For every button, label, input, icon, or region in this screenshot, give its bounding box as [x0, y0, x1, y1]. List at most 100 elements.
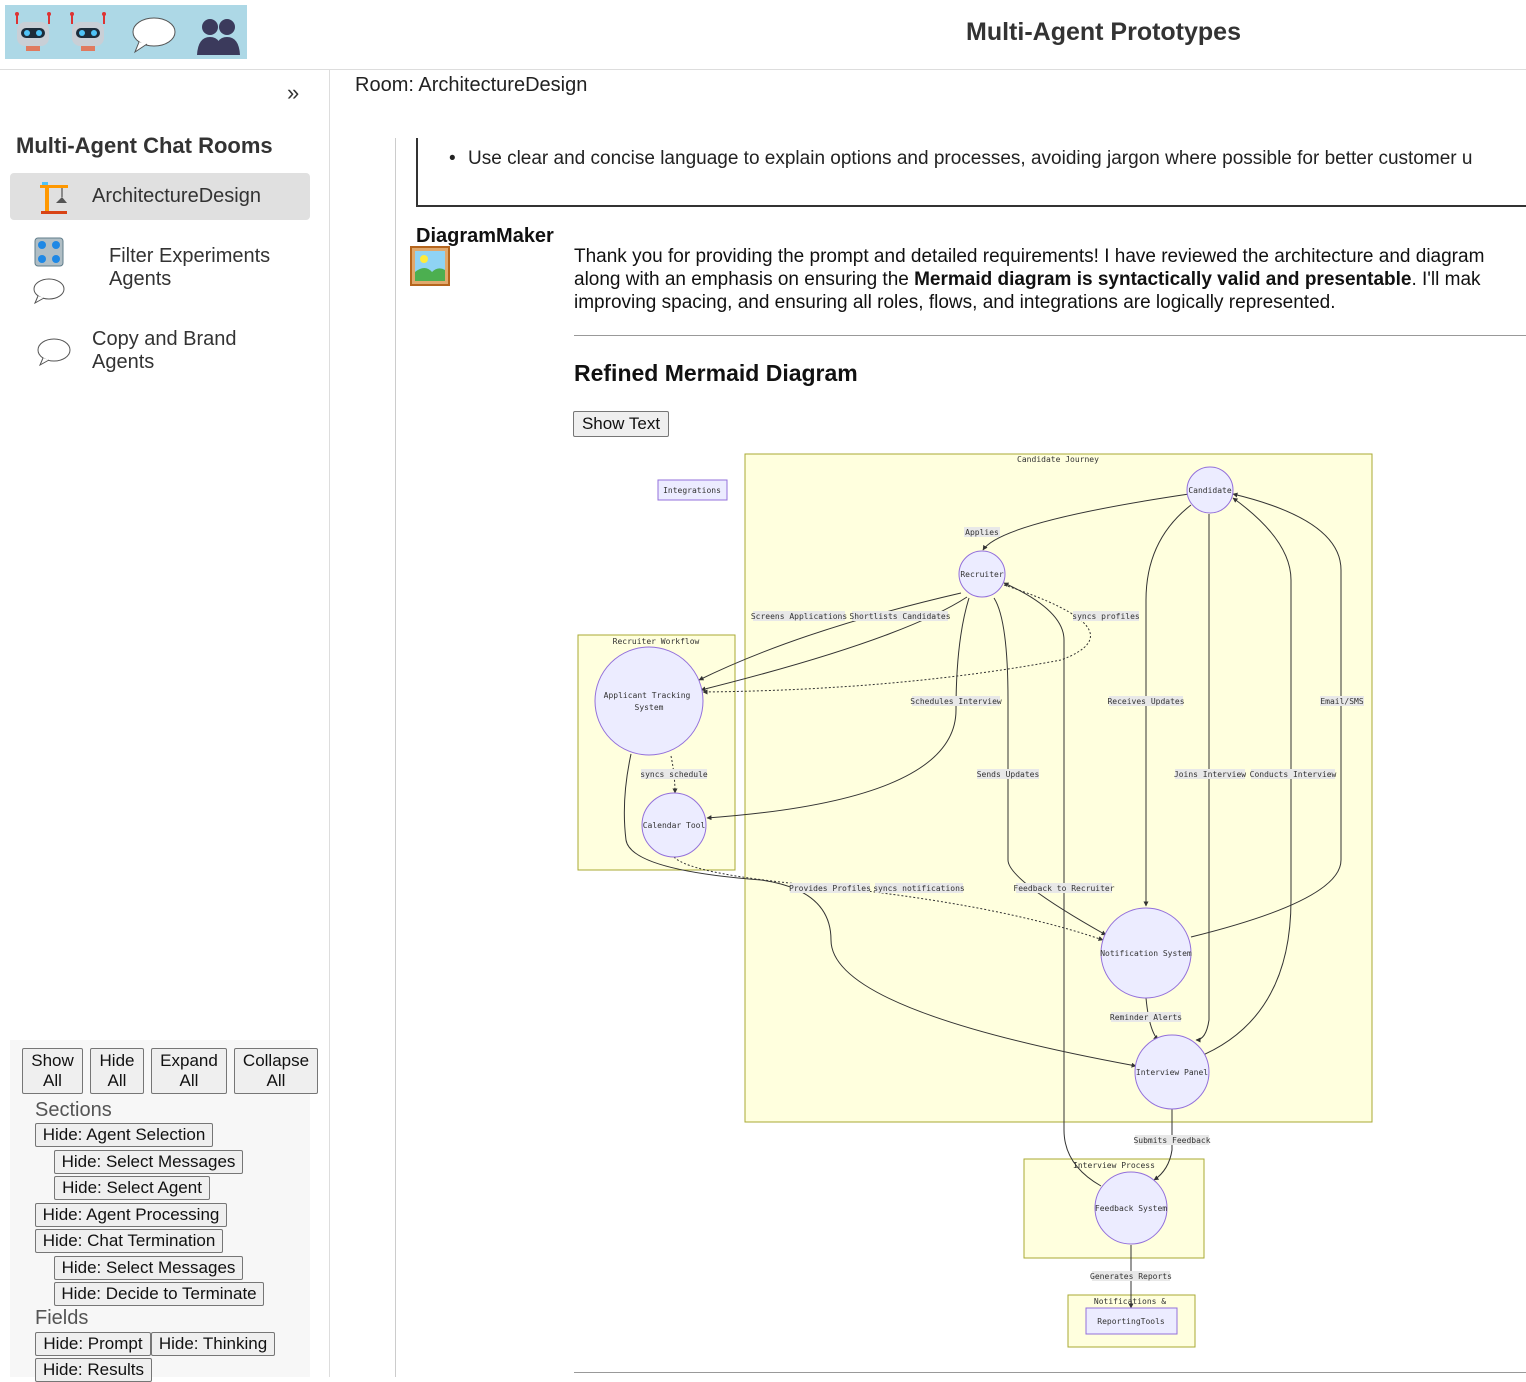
hide-chat-termination-button[interactable]: Hide: Chat Termination	[35, 1229, 223, 1253]
edge-shortlists	[700, 596, 968, 692]
show-text-button[interactable]: Show Text	[573, 411, 669, 437]
cluster-label: Notifications &	[1094, 1297, 1166, 1306]
node-label: Interview Panel	[1136, 1068, 1208, 1077]
message-body: Thank you for providing the prompt and d…	[574, 245, 1526, 314]
message-text: . I'll mak	[1411, 269, 1481, 290]
node-feedback: Feedback System	[1094, 1171, 1168, 1245]
room-item-architecturedesign[interactable]: ArchitectureDesign	[10, 173, 310, 220]
message-sender: DiagramMaker	[416, 225, 554, 247]
node-reporting: ReportingTools	[1085, 1307, 1178, 1335]
edge-label: Provides Profiles	[789, 884, 871, 893]
list-item: •Use clear and concise language to expla…	[449, 148, 1473, 169]
sections-label: Sections	[35, 1099, 112, 1121]
node-label: Feedback System	[1095, 1204, 1167, 1213]
node-candidate: Candidate	[1186, 466, 1234, 514]
cluster-label: Recruiter Workflow	[613, 637, 700, 646]
hide-select-messages-button[interactable]: Hide: Select Messages	[54, 1256, 243, 1280]
edge-label: Reminder Alerts	[1110, 1013, 1182, 1022]
sidebar-toggle-icon[interactable]: »	[287, 80, 300, 105]
edge-label: syncs schedule	[640, 770, 708, 779]
node-label: Candidate	[1188, 486, 1232, 495]
node-label: Notification System	[1100, 949, 1192, 958]
collapse-all-button[interactable]: Collapse All	[234, 1048, 318, 1094]
divider	[574, 1372, 1526, 1373]
node-calendar: Calendar Tool	[641, 792, 707, 858]
message-text: along with an emphasis on ensuring the	[574, 269, 915, 290]
edge-label: Submits Feedback	[1133, 1136, 1210, 1145]
chat-area: •Use clear and concise language to expla…	[395, 138, 1526, 1377]
sidebar-title: Multi-Agent Chat Rooms	[16, 133, 273, 158]
edge-label: Applies	[965, 528, 999, 537]
hide-results-button[interactable]: Hide: Results	[35, 1358, 152, 1382]
visibility-controls: Show All Hide All Expand All Collapse Al…	[10, 1040, 318, 1382]
node-recruiter: Recruiter	[958, 550, 1006, 598]
app-title: Multi-Agent Prototypes	[966, 18, 1241, 46]
room-item-copy-and-brand[interactable]: Copy and Brand Agents	[10, 325, 310, 377]
edge-conducts	[1195, 497, 1292, 1059]
edge-receives	[1143, 504, 1192, 907]
sidebar: » Multi-Agent Chat Rooms ArchitectureDes…	[0, 70, 330, 1382]
node-integrations: Integrations	[657, 479, 728, 501]
crane-icon	[40, 182, 68, 214]
edge-label: Schedules Interview	[910, 697, 1002, 706]
robot-icon	[15, 12, 51, 51]
hide-select-messages-button[interactable]: Hide: Select Messages	[54, 1150, 243, 1174]
edge-label: Feedback to Recruiter	[1013, 884, 1114, 893]
message-line: along with an emphasis on ensuring the M…	[574, 268, 1526, 291]
mermaid-diagram: Candidate Journey Recruiter Workflow Int…	[577, 453, 1373, 1348]
edge-joins	[1195, 514, 1210, 1043]
edge-email	[1190, 492, 1342, 938]
speech-bubble-icon	[132, 17, 176, 54]
edge-labels: Applies Screens Applications Shortlists …	[640, 527, 1364, 1281]
edge-label: Sends Updates	[977, 770, 1040, 779]
show-all-button[interactable]: Show All	[22, 1048, 83, 1094]
hide-decide-to-terminate-button[interactable]: Hide: Decide to Terminate	[54, 1282, 264, 1306]
edge-label: Generates Reports	[1090, 1272, 1172, 1281]
edge-label: Email/SMS	[1320, 697, 1364, 706]
robot-icon	[70, 12, 106, 51]
hide-all-button[interactable]: Hide All	[90, 1048, 144, 1094]
edge-label: Shortlists Candidates	[849, 612, 950, 621]
expand-all-button[interactable]: Expand All	[151, 1048, 227, 1094]
node-label: Calendar Tool	[643, 821, 706, 830]
room-label: ArchitectureDesign	[92, 185, 261, 207]
node-label: Applicant Tracking	[604, 691, 691, 700]
hide-thinking-button[interactable]: Hide: Thinking	[151, 1332, 275, 1356]
cluster-label: Interview Process	[1073, 1161, 1155, 1170]
edge-screens	[698, 592, 962, 681]
people-icon	[197, 19, 240, 55]
edge-syncs-profiles	[702, 584, 1091, 695]
cluster-label: Candidate Journey	[1017, 455, 1099, 464]
edge-schedules	[706, 597, 970, 821]
bullet-text: Use clear and concise language to explai…	[468, 148, 1473, 169]
node-label: System	[635, 703, 664, 712]
node-notification: Notification System	[1100, 907, 1192, 999]
divider	[574, 335, 1526, 336]
edge-label: Receives Updates	[1107, 697, 1184, 706]
room-label: Copy and Brand Agents	[92, 328, 237, 373]
edge-label: syncs profiles	[1072, 612, 1140, 621]
section-heading: Refined Mermaid Diagram	[574, 360, 858, 386]
previous-message: •Use clear and concise language to expla…	[416, 138, 1526, 207]
edge-label: Conducts Interview	[1250, 770, 1337, 779]
speech-bubble-icon	[33, 278, 65, 305]
top-bar: Multi-Agent Prototypes	[0, 0, 1526, 70]
cluster-candidate-journey	[744, 453, 1373, 1123]
edge-feedback-recruiter	[1003, 582, 1102, 1187]
edge-sends	[993, 597, 1107, 936]
speech-bubble-icon	[37, 338, 71, 367]
message-line: improving spacing, and ensuring all role…	[574, 292, 1336, 313]
room-header: Room: ArchitectureDesign	[355, 74, 588, 96]
edge-label: Joins Interview	[1174, 770, 1246, 779]
hide-select-agent-button[interactable]: Hide: Select Agent	[54, 1176, 210, 1200]
room-item-filter-experiments[interactable]: Filter Experiments Agents	[10, 235, 310, 305]
control-panel-icon	[34, 237, 64, 267]
fields-label: Fields	[35, 1307, 89, 1329]
hide-prompt-button[interactable]: Hide: Prompt	[35, 1332, 151, 1356]
hide-agent-processing-button[interactable]: Hide: Agent Processing	[35, 1203, 227, 1227]
edge-label: Screens Applications	[751, 612, 848, 621]
room-label: Filter Experiments Agents	[109, 245, 271, 290]
edge-submits	[1153, 1109, 1173, 1181]
node-label: Recruiter	[960, 570, 1004, 579]
hide-agent-selection-button[interactable]: Hide: Agent Selection	[35, 1123, 213, 1147]
